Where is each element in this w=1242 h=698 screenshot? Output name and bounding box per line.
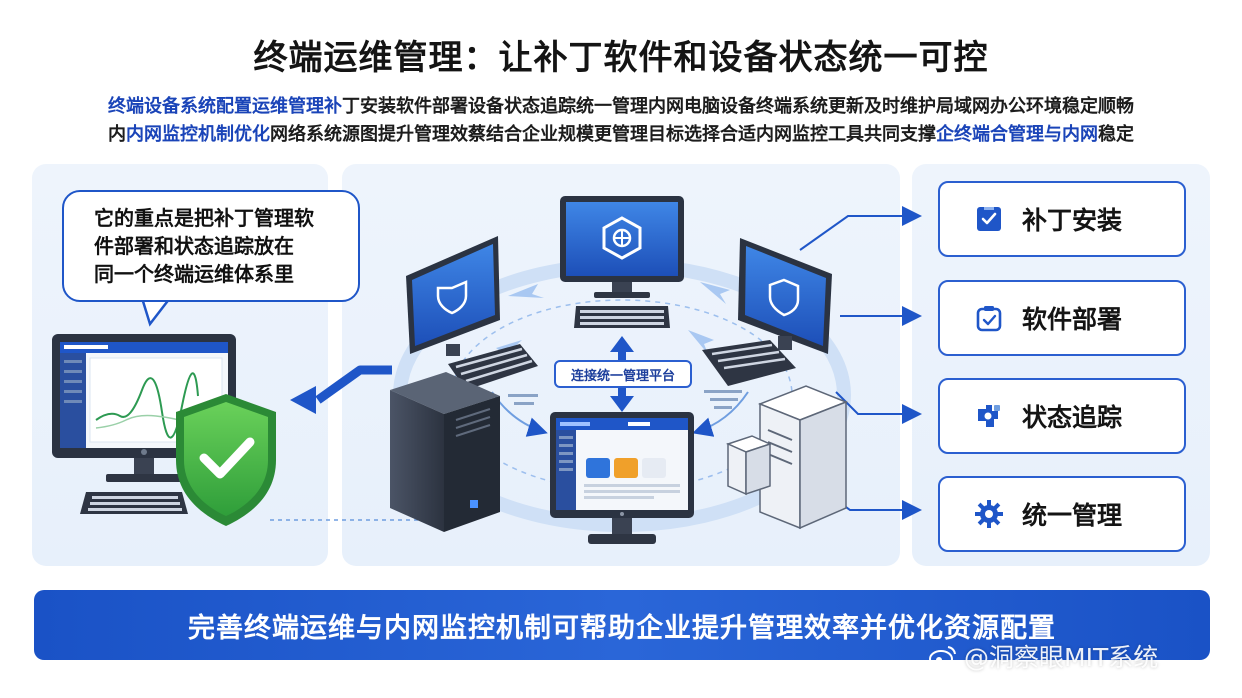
left-keyboard (80, 492, 188, 514)
feature-software-deploy: 软件部署 (938, 280, 1186, 356)
bubble-line-2: 件部署和状态追踪放在 (94, 234, 294, 258)
security-shield-icon (176, 394, 276, 526)
intro-highlight-2: 内网监控机制优化 (126, 124, 270, 145)
package-icon (974, 303, 1004, 333)
bubble-tail (140, 298, 171, 327)
page-title: 终端运维管理：让补丁软件和设备状态统一可控 (253, 38, 989, 78)
upper-right-monitor (738, 238, 832, 354)
bubble-line-3: 同一个终端运维体系里 (94, 262, 294, 286)
feature-unified-management: 统一管理 (938, 476, 1186, 552)
feature-status-tracking: 状态追踪 (938, 378, 1186, 454)
intro-line-1: 终端设备系统配置运维管理补丁安装软件部署设备状态追踪统一管理内网电脑设备终端系统… (40, 92, 1202, 118)
server-white (725, 385, 849, 530)
link-caption-marks (508, 390, 742, 409)
feature-patch-install: 补丁安装 (938, 181, 1186, 257)
top-keyboard (574, 306, 670, 328)
watermark-text: @洞察眼MIT系统 (964, 643, 1159, 672)
bubble-line-1: 它的重点是把补丁管理软 (94, 206, 314, 230)
banner-text: 完善终端运维与内网监控机制可帮助企业提升管理效率并优化资源配置 (188, 612, 1056, 644)
tracking-icon (974, 401, 1004, 431)
feature-connectors (799, 206, 922, 520)
upper-right-keyboard (702, 340, 796, 386)
watermark: @洞察眼MIT系统 (928, 640, 1228, 672)
speech-bubble: 它的重点是把补丁管理软 件部署和状态追踪放在 同一个终端运维体系里 (62, 190, 360, 302)
intro-highlight-3: 企终端合管理与内网 (936, 124, 1098, 145)
intro-text-2b: 网络系统源图提升管理效蔡结合企业规模更管理目标选择合适内网监控工具共同支撑 (270, 124, 936, 145)
gear-icon (974, 499, 1004, 529)
upper-left-monitor (406, 236, 500, 356)
feature-label: 状态追踪 (1022, 403, 1123, 432)
upper-left-keyboard (448, 344, 538, 390)
server-tower-dark (390, 372, 500, 532)
summary-banner: 完善终端运维与内网监控机制可帮助企业提升管理效率并优化资源配置 (34, 590, 1210, 660)
feature-label: 软件部署 (1022, 305, 1123, 334)
weibo-logo-icon (929, 646, 956, 668)
intro-text-1: 丁安装软件部署设备状态追踪统一管理内网电脑设备终端系统更新及时维护局域网办公环境… (342, 96, 1134, 117)
hub-label: 连接统一管理平台 (554, 360, 692, 388)
intro-line-2: 内内网监控机制优化网络系统源图提升管理效蔡结合企业规模更管理目标选择合适内网监控… (40, 120, 1202, 146)
patch-check-icon (974, 204, 1004, 234)
left-monitor-titlebar-marks (64, 345, 108, 349)
arrow-to-left-panel (290, 365, 392, 414)
feature-label: 补丁安装 (1022, 206, 1123, 235)
top-monitor (560, 196, 684, 298)
intro-highlight-1: 终端设备系统配置运维管理补 (108, 96, 342, 117)
intro-text-2a: 内 (108, 124, 126, 145)
dashboard-monitor (550, 412, 694, 544)
feature-label: 统一管理 (1022, 501, 1123, 530)
intro-text-2c: 稳定 (1098, 124, 1134, 145)
